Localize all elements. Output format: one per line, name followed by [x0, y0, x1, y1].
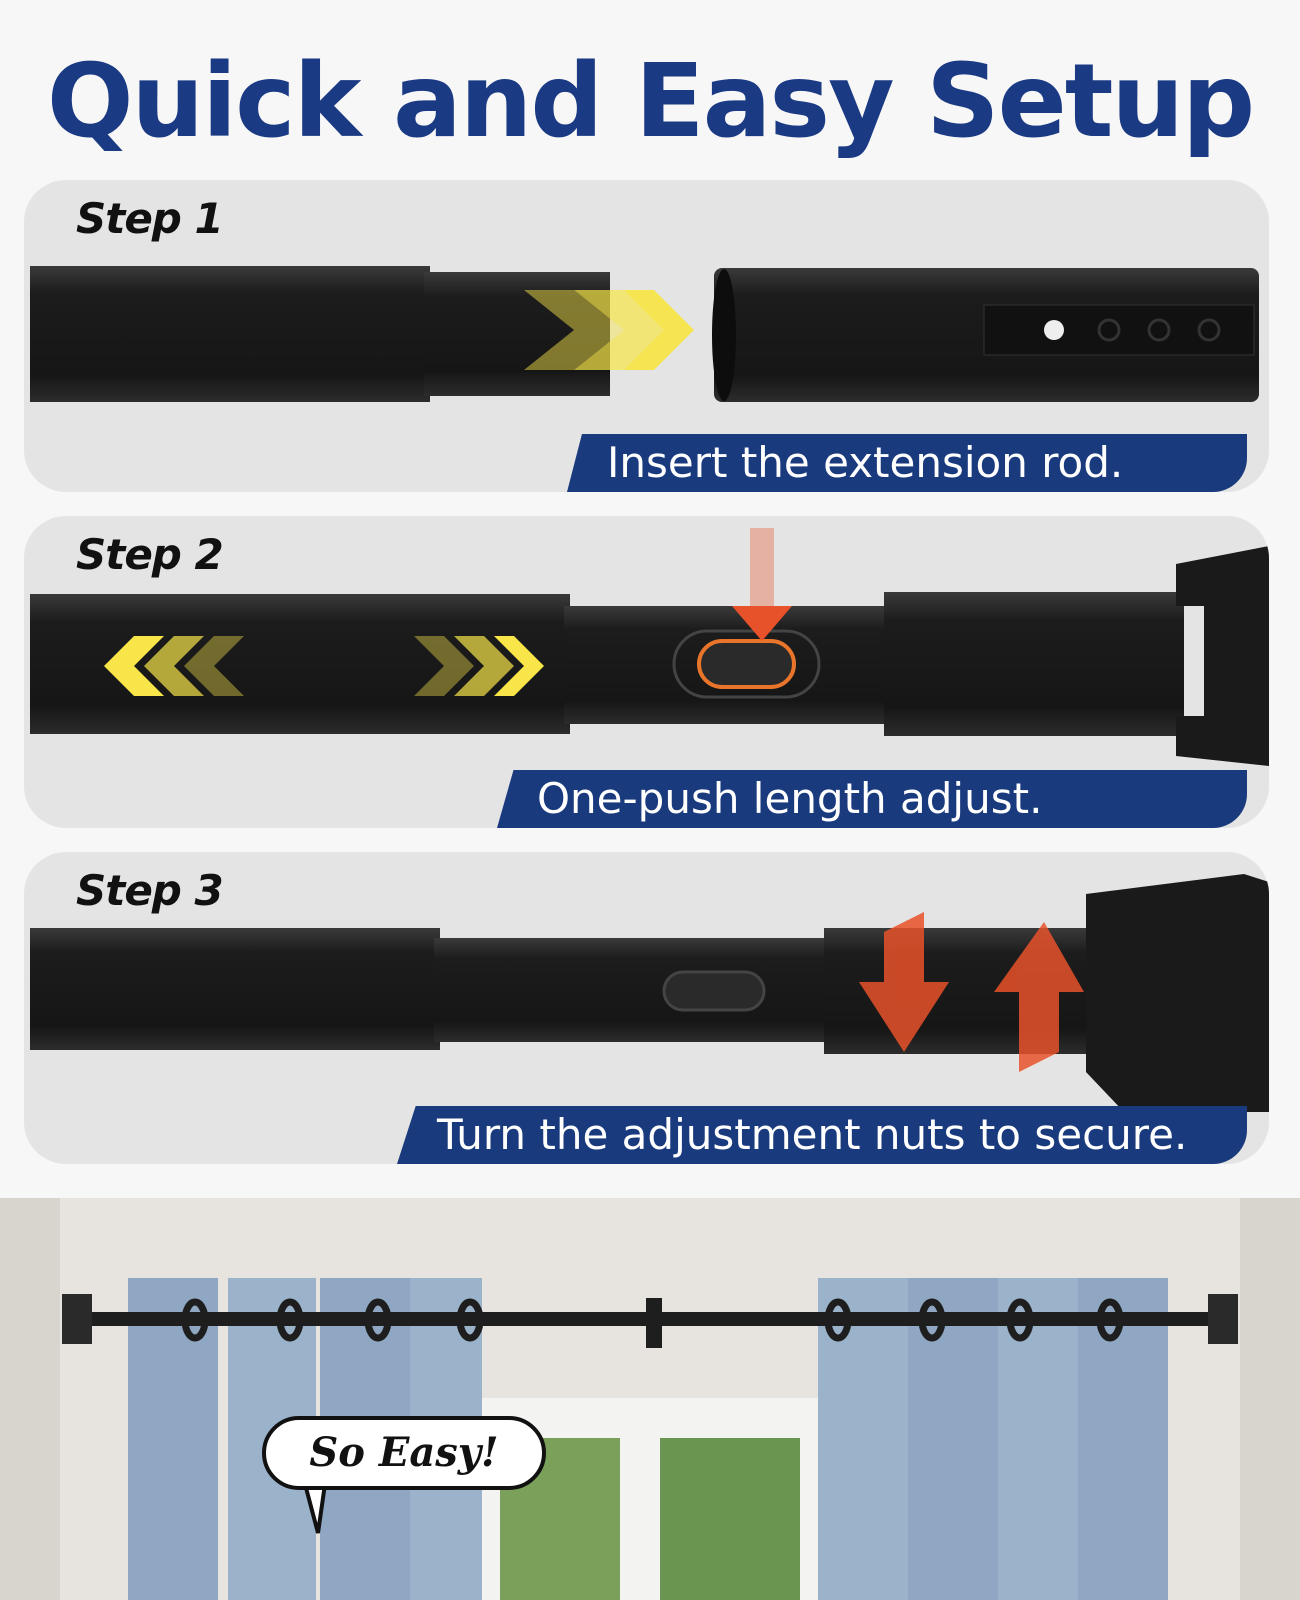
- lock-pin-icon: [1044, 320, 1064, 340]
- push-button-icon: [697, 639, 796, 689]
- insert-arrow-icon: [524, 290, 694, 370]
- step-2-illustration: [30, 528, 1269, 766]
- rotate-arrows-icon: [859, 912, 1084, 1072]
- window-scene: [0, 1198, 1300, 1600]
- step-2-label: Step 2: [76, 530, 224, 579]
- step-3-label: Step 3: [76, 866, 224, 915]
- step-1-caption: Insert the extension rod.: [567, 434, 1247, 492]
- adjust-right-arrow-icon: [414, 636, 544, 696]
- step-3-illustration: [30, 874, 1269, 1112]
- curtain-right: [818, 1278, 1168, 1600]
- adjust-left-arrow-icon: [104, 636, 244, 696]
- step-1-illustration: [30, 266, 1259, 402]
- step-1-panel: Step 1 Insert the extension rod.: [24, 180, 1269, 492]
- speech-bubble: So Easy!: [262, 1416, 546, 1490]
- step-2-panel: Step 2 One-push length adjust.: [24, 516, 1269, 828]
- installed-rod-photo: So Easy!: [0, 1198, 1300, 1600]
- step-3-caption: Turn the adjustment nuts to secure.: [397, 1106, 1247, 1164]
- press-arrow-icon: [732, 528, 792, 641]
- rod-left-tube: [30, 266, 430, 402]
- wall-mount-block: [1176, 546, 1269, 766]
- step-1-label: Step 1: [76, 194, 224, 243]
- wall-mount-block: [1086, 874, 1269, 1112]
- rod-left-tube: [30, 928, 440, 1050]
- step-3-panel: Step 3 Turn the adjustment nuts to secur…: [24, 852, 1269, 1164]
- page-title: Quick and Easy Setup: [46, 42, 1255, 161]
- step-2-caption: One-push length adjust.: [497, 770, 1247, 828]
- rod-end-left: [62, 1294, 92, 1344]
- rod-end-right: [1208, 1294, 1238, 1344]
- lock-button-icon: [662, 970, 766, 1012]
